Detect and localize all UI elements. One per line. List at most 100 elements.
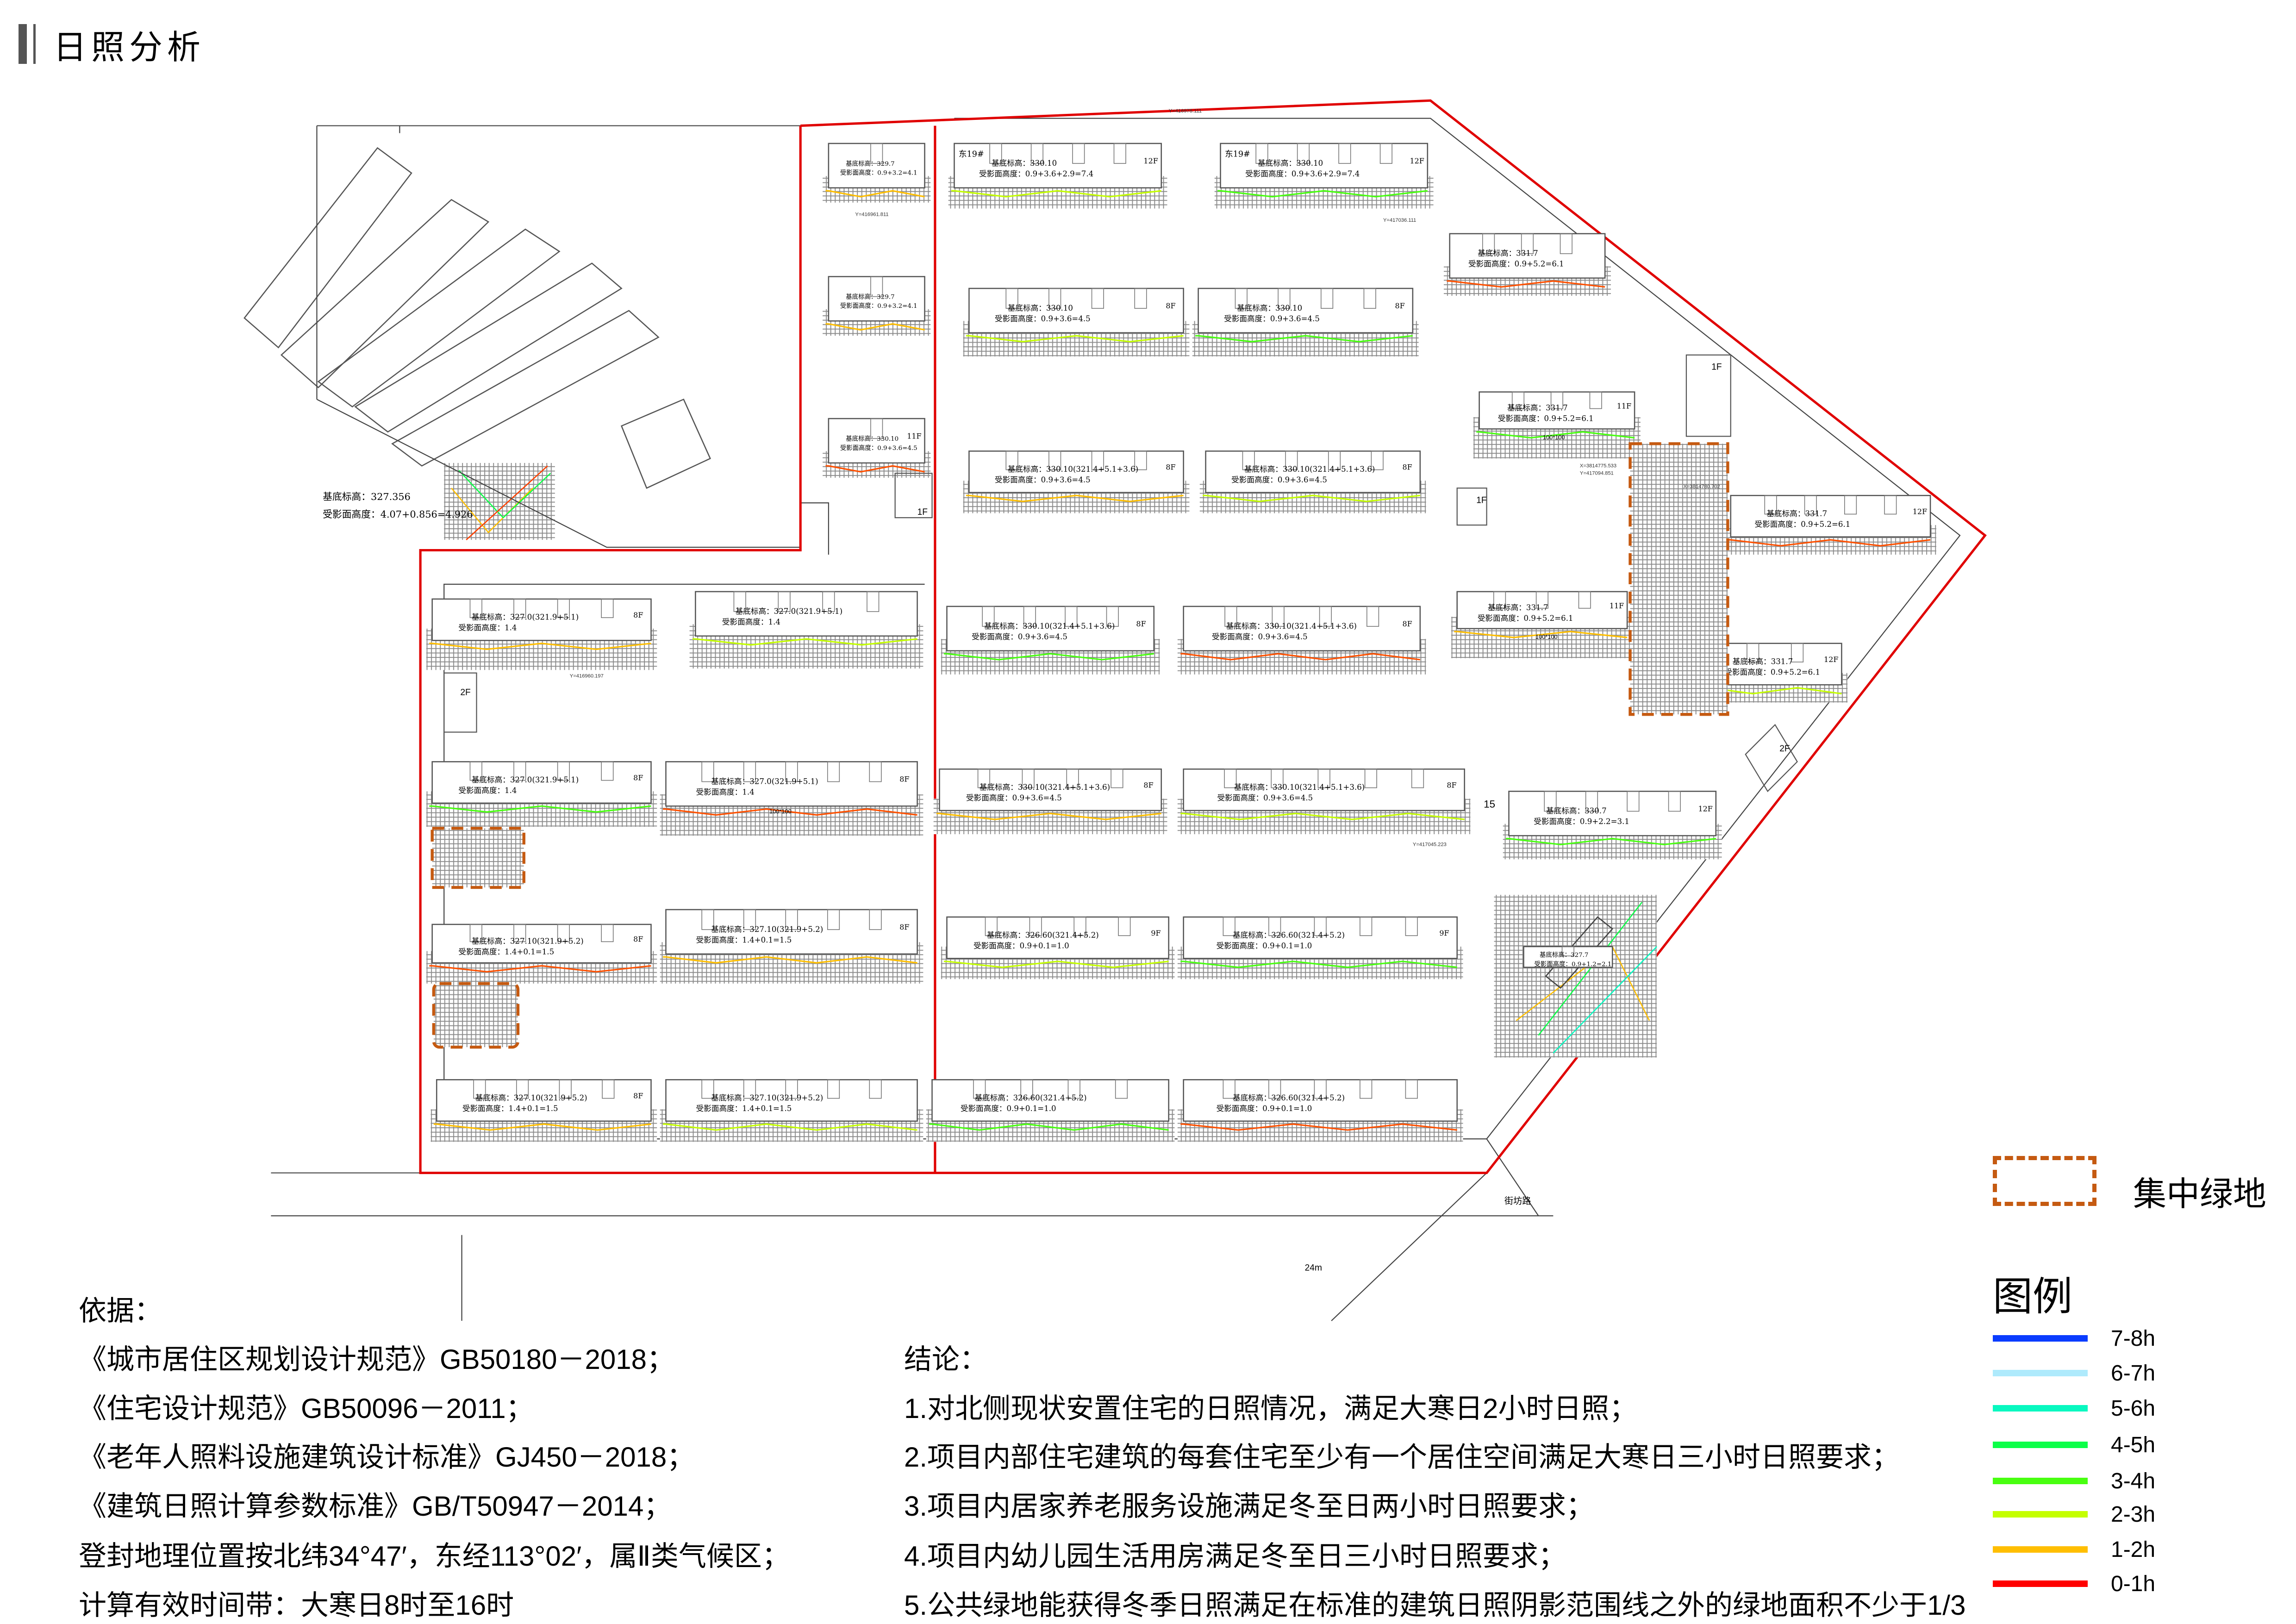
building-shadow-height-label: 受影面高度：0.9+0.1=1.0 bbox=[973, 942, 1069, 950]
building-floors-label: 9F bbox=[1439, 929, 1449, 937]
legend-title: 图例 bbox=[1993, 1274, 2072, 1320]
unit-notch bbox=[1235, 288, 1248, 309]
building-elevation-label: 基底标高：326.60(321.4+5.2) bbox=[1233, 1093, 1345, 1102]
unit-notch bbox=[469, 761, 482, 781]
unit-notch bbox=[1366, 606, 1379, 627]
unit-notch bbox=[557, 761, 570, 781]
misc-label: 1F bbox=[917, 507, 928, 517]
misc-label: 100*100 bbox=[1535, 633, 1558, 640]
building-floors-label: 8F bbox=[633, 935, 643, 943]
left-elevation-label: 基底标高：327.356 bbox=[323, 491, 411, 502]
sunlight-contour bbox=[433, 1123, 651, 1131]
unit-notch bbox=[1560, 233, 1572, 254]
svg-text:Y=416978.111: Y=416978.111 bbox=[1169, 108, 1202, 114]
unit-notch bbox=[1005, 450, 1018, 470]
unit-notch bbox=[1066, 768, 1079, 788]
building-elevation-label: 基底标高：331.7 bbox=[1766, 509, 1827, 518]
building-shadow-height-label: 受影面高度：0.9+5.2=6.1 bbox=[1478, 614, 1573, 623]
unit-notch bbox=[1405, 917, 1418, 936]
svg-text:X=3814775.533: X=3814775.533 bbox=[1580, 463, 1616, 469]
building-floors-label: 12F bbox=[1410, 156, 1424, 165]
legend-item: 4-5h bbox=[1993, 1431, 2296, 1459]
unit-notch bbox=[869, 1079, 882, 1099]
unit-notch bbox=[1844, 495, 1857, 515]
building: 基底标高：330.10(321.4+5.1+3.6)受影面高度：0.9+3.6=… bbox=[1177, 606, 1426, 675]
building-shadow-height-label: 受影面高度：1.4 bbox=[722, 618, 780, 626]
unit-notch bbox=[1764, 495, 1777, 515]
basis-heading: 依据： bbox=[79, 1295, 162, 1326]
legend-item: 3-4h bbox=[1993, 1468, 2296, 1495]
building-elevation-label: 基底标高：331.7 bbox=[1733, 657, 1793, 666]
unit-notch bbox=[557, 599, 570, 618]
legend-label: 2-3h bbox=[2111, 1502, 2156, 1527]
unit-notch bbox=[601, 599, 614, 618]
building-shadow-height-label: 受影面高度：0.9+3.6=4.5 bbox=[840, 444, 917, 452]
unit-notch bbox=[1578, 591, 1591, 609]
sunlight-contour bbox=[1506, 837, 1716, 845]
building-elevation-label: 基底标高：327.10(321.9+5.2) bbox=[472, 937, 584, 945]
sunlight-contour bbox=[1203, 494, 1421, 502]
unit-notch bbox=[827, 909, 840, 930]
unit-notch bbox=[1005, 288, 1018, 309]
unit-notch bbox=[870, 418, 883, 439]
unit-notch bbox=[778, 591, 791, 612]
building-outline bbox=[1205, 450, 1421, 493]
building-floors-label: 12F bbox=[1698, 804, 1713, 813]
sunlight-contour bbox=[966, 335, 1184, 343]
unit-notch bbox=[701, 761, 714, 782]
unit-notch bbox=[513, 599, 526, 618]
building-outline bbox=[828, 276, 925, 322]
building-elevation-label: 基底标高：330.10(321.4+5.1+3.6) bbox=[980, 783, 1110, 792]
green-area-legend-label: 集中绿地 bbox=[2133, 1176, 2267, 1213]
misc-label: 2F bbox=[460, 688, 470, 698]
unit-notch bbox=[1550, 391, 1563, 409]
misc-label: 2F bbox=[1779, 744, 1790, 754]
building-floors-label: 8F bbox=[1447, 781, 1456, 790]
unit-notch bbox=[1561, 946, 1574, 956]
unit-notch bbox=[1268, 1079, 1281, 1099]
unit-notch bbox=[559, 1079, 572, 1099]
building-outline bbox=[968, 450, 1184, 493]
green-area bbox=[432, 982, 520, 1049]
building-elevation-label: 基底标高：331.7 bbox=[1478, 249, 1538, 258]
unit-notch bbox=[982, 606, 995, 627]
unit-notch bbox=[1668, 791, 1681, 812]
unit-notch bbox=[1242, 450, 1255, 470]
building-shadow-height-label: 受影面高度：0.9+5.2=6.1 bbox=[1724, 668, 1820, 677]
unit-notch bbox=[1405, 1079, 1418, 1099]
unit-notch bbox=[1285, 450, 1298, 470]
building-shadow-height-label: 受影面高度：0.9+0.1=1.0 bbox=[1217, 942, 1312, 950]
unit-notch bbox=[1314, 1079, 1327, 1099]
unit-notch bbox=[743, 761, 756, 782]
buildings-layer: 基底标高：329.7受影面高度：0.9+3.2=4.1基底标高：330.10受影… bbox=[426, 143, 1936, 1142]
building-elevation-label: 基底标高：330.10 bbox=[846, 435, 898, 443]
unit-notch bbox=[1884, 495, 1897, 515]
misc-label: 100*100 bbox=[769, 808, 792, 815]
legend-color-line bbox=[1993, 1335, 2088, 1342]
building: 基底标高：327.10(321.9+5.2)受影面高度：1.4+0.1=1.58… bbox=[660, 909, 923, 984]
unit-notch bbox=[1535, 591, 1549, 609]
unit-notch bbox=[1278, 288, 1291, 309]
sunlight-contour bbox=[944, 961, 1169, 968]
unit-notch bbox=[989, 143, 1002, 164]
building-floors-label: 12F bbox=[1913, 507, 1927, 516]
svg-text:Y=417094.851: Y=417094.851 bbox=[1580, 471, 1614, 476]
unit-notch bbox=[785, 909, 798, 930]
building-outline bbox=[695, 591, 918, 637]
unit-notch bbox=[1029, 917, 1042, 936]
legend-item: 1-2h bbox=[1993, 1536, 2296, 1564]
building-elevation-label: 基底标高：330.7 bbox=[1546, 806, 1607, 815]
unit-notch bbox=[601, 924, 614, 942]
building-elevation-label: 基底标高：327.10(321.9+5.2) bbox=[711, 1093, 823, 1102]
unit-notch bbox=[827, 761, 840, 782]
unit-notch bbox=[1791, 643, 1804, 662]
unit-notch bbox=[701, 1079, 714, 1099]
building-elevation-label: 基底标高：327.0(321.9+5.1) bbox=[711, 777, 818, 786]
sunlight-contour bbox=[1447, 280, 1605, 288]
legend-color-line bbox=[1993, 1442, 2088, 1448]
unit-notch bbox=[1134, 450, 1147, 470]
unit-notch bbox=[1113, 143, 1126, 164]
unit-notch bbox=[1091, 288, 1104, 309]
